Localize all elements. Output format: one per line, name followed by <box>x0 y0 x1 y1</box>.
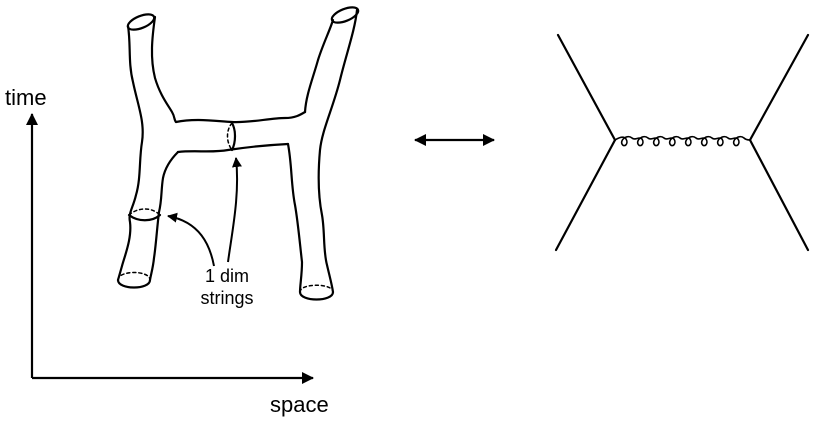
bottom-right-opening-back <box>299 284 334 293</box>
bottom-left-opening-front <box>116 278 152 289</box>
left-tube-outer-edge <box>116 24 144 282</box>
right-tube-outer-edge <box>317 8 359 294</box>
pointer-arrow-to-crossbar-string <box>227 157 242 263</box>
string-worldsheet <box>116 6 360 301</box>
top-left-opening <box>126 13 156 31</box>
crossbar-lower-edge <box>176 142 290 154</box>
right-tube-inner-edge-upper <box>303 18 335 114</box>
annotation-line-2: strings <box>200 288 253 308</box>
right-tube-inner-edge-lower <box>286 142 304 294</box>
feynman-diagram <box>554 33 810 252</box>
spacetime-axes: time space <box>5 85 329 417</box>
string-annotation: 1 dim strings <box>167 157 254 308</box>
incoming-left-upper-leg <box>556 33 617 142</box>
left-tube-inner-edge-upper <box>150 15 178 124</box>
annotation-line-1: 1 dim <box>205 266 249 286</box>
outgoing-right-lower-leg <box>748 138 810 252</box>
crossbar-string-loop-front <box>230 121 237 152</box>
crossbar-upper-edge <box>174 110 307 124</box>
time-axis-label: time <box>5 85 47 110</box>
space-axis-label: space <box>270 392 329 417</box>
gluon-propagator <box>614 135 751 147</box>
incoming-left-lower-leg <box>554 138 617 252</box>
left-tube-inner-edge-lower <box>148 150 180 282</box>
crossbar-string-loop-back <box>226 122 233 151</box>
left-tube-string-loop-front <box>127 213 162 222</box>
pointer-arrow-to-left-string <box>167 212 215 267</box>
outgoing-right-upper-leg <box>748 33 810 142</box>
left-tube-string-loop-back <box>128 208 161 216</box>
bottom-right-opening-front <box>298 290 335 301</box>
bottom-left-opening-back <box>117 271 151 281</box>
